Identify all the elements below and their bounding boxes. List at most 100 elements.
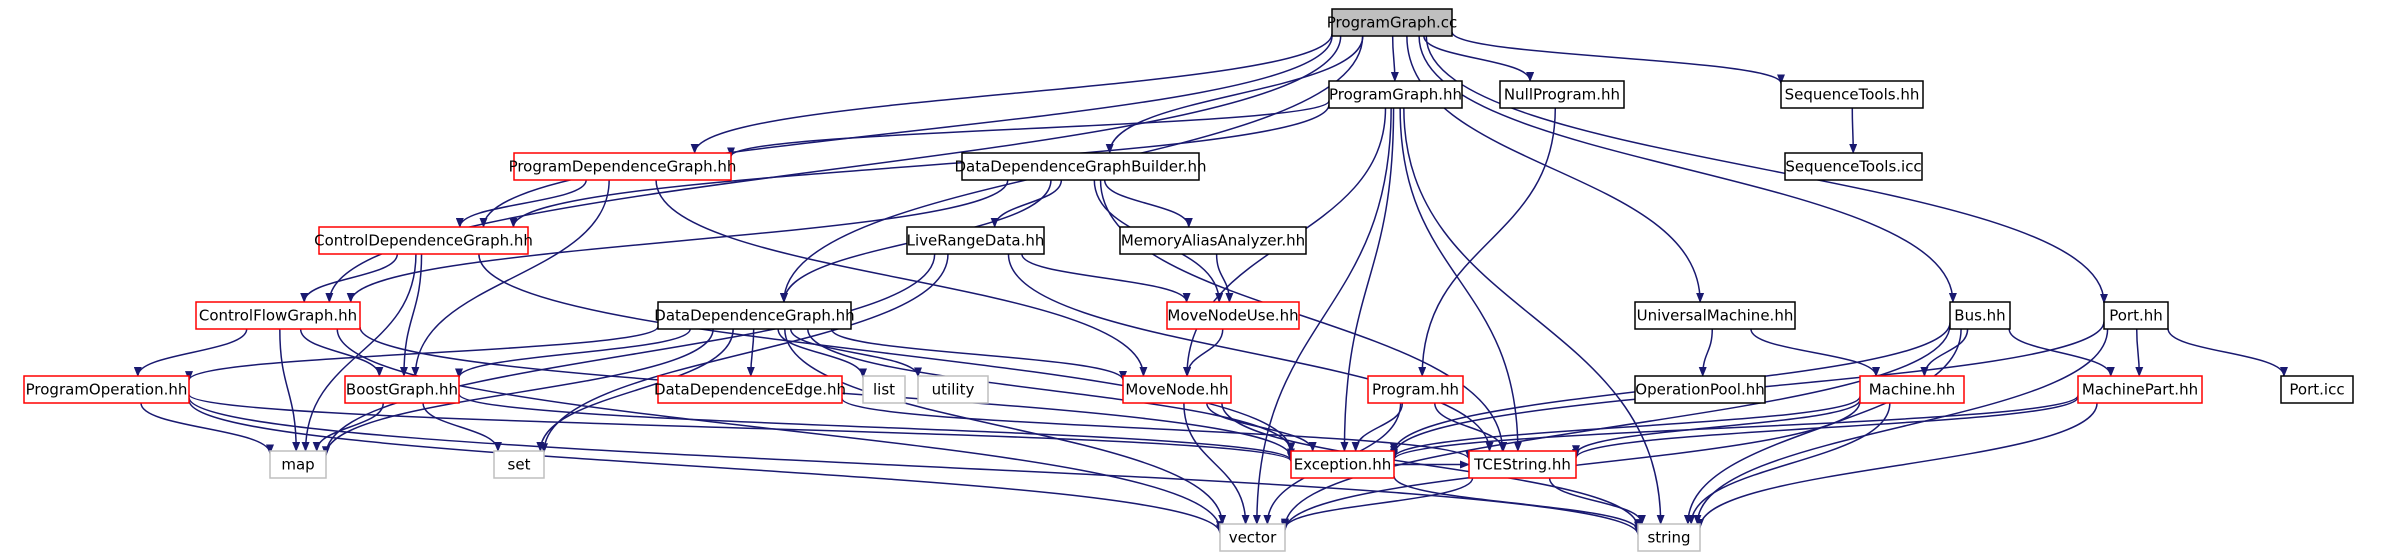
node-box [1219, 523, 1286, 552]
edge-machine-hh-to-exception-hh [1390, 396, 1861, 459]
node-bus-hh[interactable]: Bus.hh [1949, 301, 2011, 330]
edge-movenode-hh-to-exception-hh [1206, 402, 1317, 452]
node-box [1290, 450, 1395, 479]
node-datadependencegraph-hh[interactable]: DataDependenceGraph.hh [654, 301, 855, 330]
node-box [961, 152, 1200, 181]
edge-datadependencegraph-hh-to-set [536, 328, 734, 452]
node-box [1634, 375, 1766, 404]
node-datadependencegraphbuilder-hh[interactable]: DataDependenceGraphBuilder.hh [954, 152, 1207, 181]
node-port-icc[interactable]: Port.icc [2280, 375, 2354, 404]
edge-programgraph-cc-to-programdependencegraph-hh [690, 33, 1333, 154]
node-programoperation-hh[interactable]: ProgramOperation.hh [23, 375, 190, 404]
node-box [195, 301, 361, 330]
node-label: ProgramGraph.cc [1327, 14, 1458, 32]
node-box [862, 375, 906, 404]
node-controlflowgraph-hh[interactable]: ControlFlowGraph.hh [195, 301, 361, 330]
node-programgraph-cc: ProgramGraph.cc [1327, 8, 1458, 37]
edge-movenodeuse-hh-to-movenode-hh [1183, 328, 1224, 377]
node-machinepart-hh[interactable]: MachinePart.hh [2077, 375, 2203, 404]
node-liverangedata-hh[interactable]: LiveRangeData.hh [906, 226, 1045, 255]
node-box [657, 375, 843, 404]
node-movenodeuse-hh[interactable]: MoveNodeUse.hh [1166, 301, 1300, 330]
edge-programgraph-hh-to-exception-hh [1340, 107, 1395, 452]
node-label: vector [1229, 529, 1277, 547]
edge-port-hh-to-port-icc [2167, 328, 2288, 377]
node-vector: vector [1219, 523, 1286, 552]
edge-datadependencegraphbuilder-hh-to-memoryaliasanalyzer-hh [1103, 179, 1193, 228]
node-label: Exception.hh [1294, 456, 1392, 474]
node-box [493, 450, 545, 479]
node-programgraph-hh[interactable]: ProgramGraph.hh [1328, 80, 1463, 109]
node-universalmachine-hh[interactable]: UniversalMachine.hh [1634, 301, 1796, 330]
node-box [269, 450, 327, 479]
node-tcestring-hh[interactable]: TCEString.hh [1468, 450, 1577, 479]
edge-programoperation-hh-to-map [140, 402, 274, 455]
edge-controldependencegraph-hh-to-controlflowgraph-hh [300, 253, 399, 303]
node-label: set [508, 456, 531, 474]
node-boostgraph-hh[interactable]: BoostGraph.hh [344, 375, 460, 404]
node-nullprogram-hh[interactable]: NullProgram.hh [1499, 80, 1625, 109]
node-memoryaliasanalyzer-hh[interactable]: MemoryAliasAnalyzer.hh [1119, 226, 1307, 255]
edge-programgraph-hh-to-programdependencegraph-hh [727, 100, 1330, 158]
edge-programoperation-hh-to-string [188, 397, 1642, 536]
edge-datadependencegraph-hh-to-movenode-hh [830, 328, 1127, 382]
edge-programdependencegraph-hh-to-movenode-hh [655, 179, 1148, 377]
node-utility: utility [917, 375, 989, 404]
edge-programgraph-cc-to-sequencetools-hh [1451, 31, 1785, 85]
node-label: OperationPool.hh [1635, 381, 1764, 399]
node-box [657, 301, 852, 330]
node-box [2077, 375, 2203, 404]
edge-exception-hh-to-string [1393, 475, 1642, 532]
edge-programgraph-cc-to-datadependencegraphbuilder-hh [1105, 35, 1364, 154]
edge-datadependencegraph-hh-to-programoperation-hh [185, 325, 659, 382]
edge-program-hh-to-exception-hh [1351, 402, 1404, 452]
edge-programgraph-hh-to-string [1403, 107, 1665, 525]
node-program-hh[interactable]: Program.hh [1367, 375, 1464, 404]
edge-program-hh-to-tcestring-hh [1434, 402, 1508, 452]
edge-datadependencegraph-hh-to-utility [789, 328, 922, 378]
edge-bus-hh-to-vector [1281, 324, 1951, 529]
node-label: MachinePart.hh [2082, 381, 2198, 399]
edge-programdependencegraph-hh-to-boostgraph-hh [411, 179, 610, 377]
node-label: SequenceTools.icc [1785, 158, 1921, 176]
node-programdependencegraph-hh[interactable]: ProgramDependenceGraph.hh [509, 152, 737, 181]
node-box [1122, 375, 1232, 404]
node-label: Port.hh [2109, 307, 2163, 325]
node-label: utility [932, 381, 975, 399]
edge-bus-hh-to-machinepart-hh [2008, 328, 2115, 377]
node-label: NullProgram.hh [1504, 86, 1620, 104]
node-exception-hh[interactable]: Exception.hh [1290, 450, 1395, 479]
edge-memoryaliasanalyzer-hh-to-movenodeuse-hh [1215, 253, 1234, 303]
node-sequencetools-icc[interactable]: SequenceTools.icc [1784, 152, 1923, 181]
node-label: SequenceTools.hh [1785, 86, 1920, 104]
node-controldependencegraph-hh[interactable]: ControlDependenceGraph.hh [314, 226, 533, 255]
node-box [1637, 523, 1701, 552]
edge-programgraph-hh-to-vector [1252, 107, 1392, 525]
edge-liverangedata-hh-to-tcestring-hh [1007, 253, 1494, 452]
edge-machinepart-hh-to-string [1696, 402, 2098, 529]
edges-layer [133, 31, 2288, 536]
node-sequencetools-hh[interactable]: SequenceTools.hh [1780, 80, 1924, 109]
edge-movenode-hh-to-vector [1183, 402, 1250, 525]
node-operationpool-hh[interactable]: OperationPool.hh [1634, 375, 1766, 404]
node-machine-hh[interactable]: Machine.hh [1859, 375, 1965, 404]
node-label: string [1647, 529, 1690, 547]
node-movenode-hh[interactable]: MoveNode.hh [1122, 375, 1232, 404]
node-label: ProgramOperation.hh [26, 381, 188, 399]
edge-tcestring-hh-to-string [1548, 477, 1646, 525]
node-box [1859, 375, 1965, 404]
node-box [2280, 375, 2354, 404]
node-label: ControlFlowGraph.hh [199, 307, 357, 325]
node-label: ProgramDependenceGraph.hh [509, 158, 737, 176]
node-label: ControlDependenceGraph.hh [314, 232, 533, 250]
edge-nullprogram-hh-to-program-hh [1418, 107, 1557, 377]
node-box [1166, 301, 1300, 330]
edge-programoperation-hh-to-exception-hh [188, 393, 1295, 463]
edge-datadependencegraph-hh-to-exception-hh [807, 328, 1295, 453]
edge-programgraph-cc-to-controldependencegraph-hh [479, 35, 1333, 228]
node-port-hh[interactable]: Port.hh [2103, 301, 2169, 330]
node-set: set [493, 450, 545, 479]
node-datadependenceedge-hh[interactable]: DataDependenceEdge.hh [654, 375, 846, 404]
edge-programoperation-hh-to-vector [188, 400, 1224, 535]
